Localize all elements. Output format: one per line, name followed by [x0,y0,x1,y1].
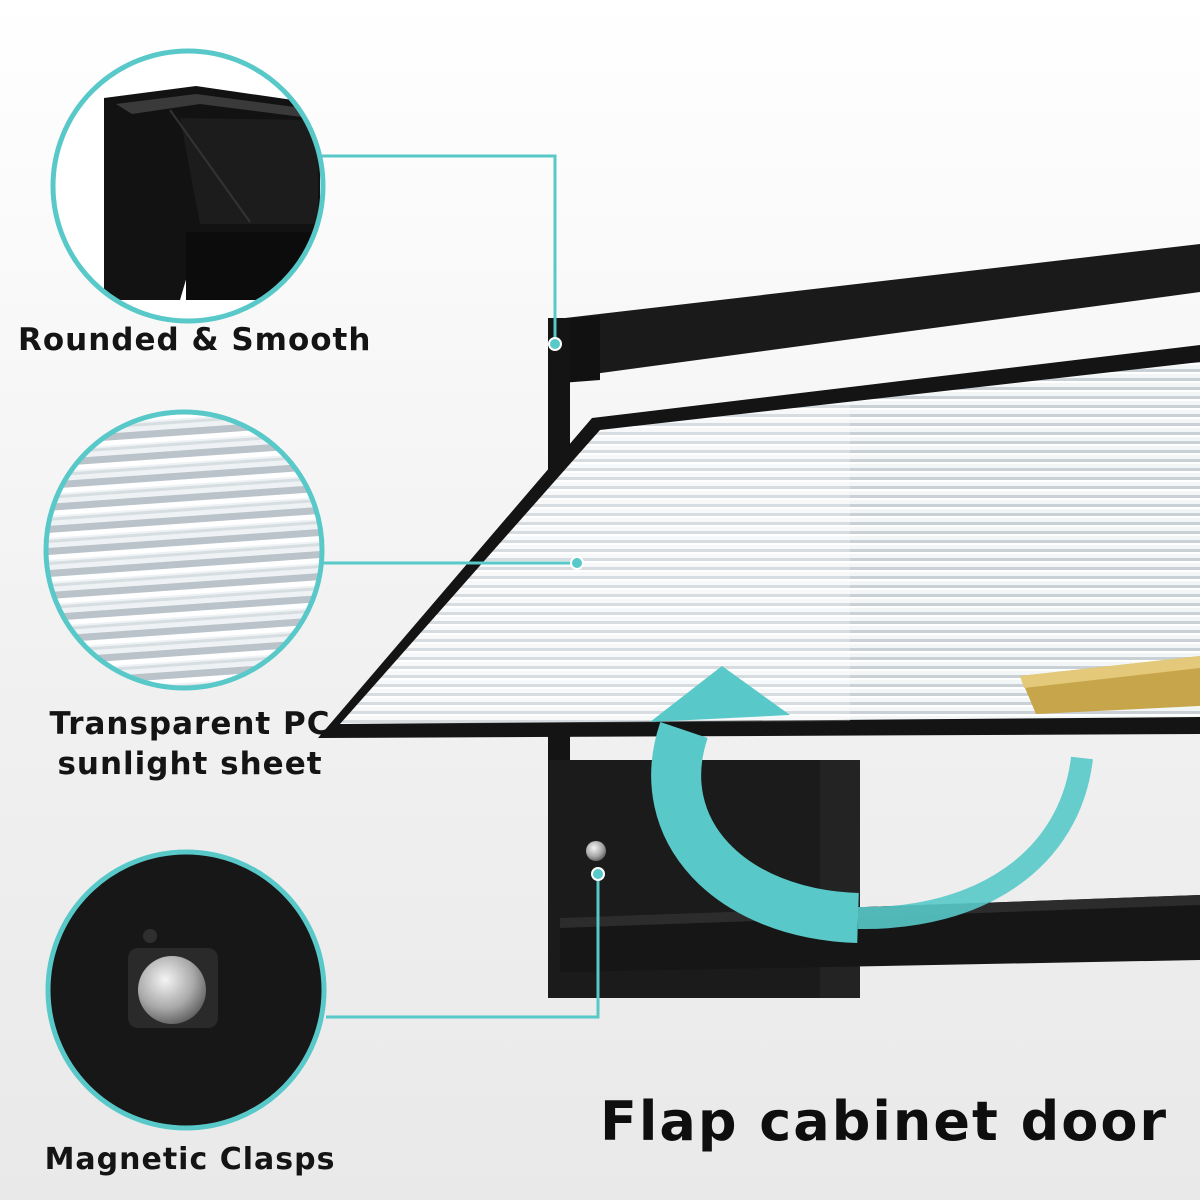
curved-up-arrow-icon [650,666,1093,943]
magnet-icon [586,841,606,861]
magnetic-clasps-label: Magnetic Clasps [44,1142,336,1177]
callout-pc-sheet [43,409,325,691]
magnet-knob-icon [138,956,206,1024]
headline: Flap cabinet door [600,1090,1169,1153]
callout-rounded-corner [50,48,326,324]
pc-sheet-label-line2: sunlight sheet [57,746,323,782]
pc-sheet-label-line1: Transparent PC [49,706,331,742]
flap-door [318,345,1200,738]
pc-sheet-label: Transparent PC sunlight sheet [30,704,350,784]
callout-connectors [322,154,605,1019]
rounded-smooth-label: Rounded & Smooth [18,322,372,358]
callout-magnetic-clasp [45,849,327,1131]
